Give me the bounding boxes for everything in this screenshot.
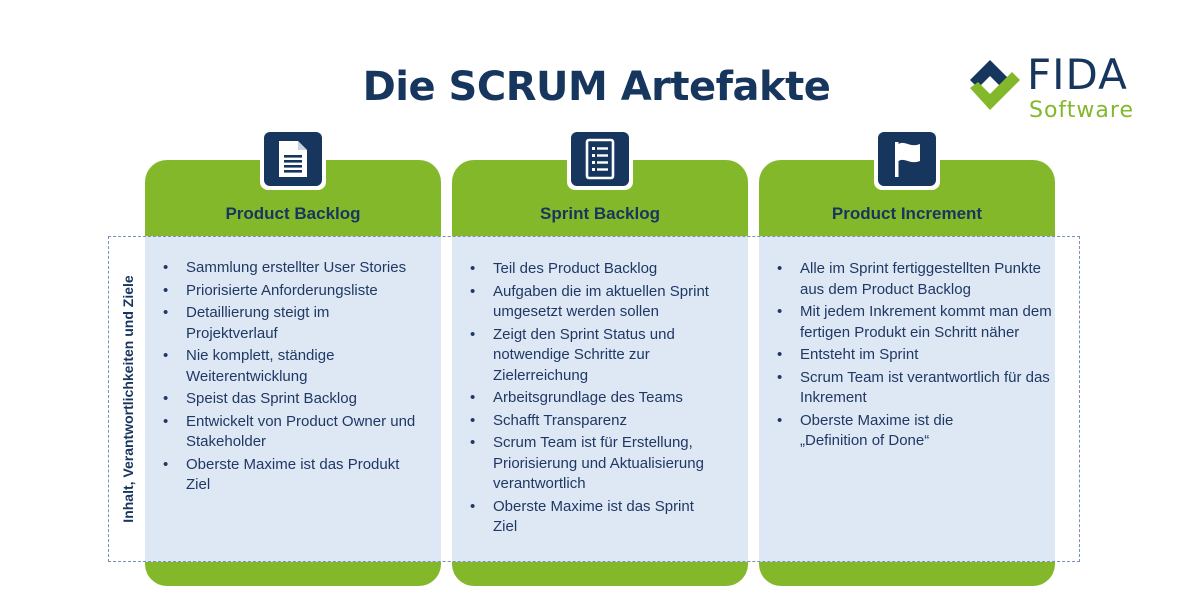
document-icon <box>279 141 307 177</box>
logo-name: FIDA <box>1027 50 1128 99</box>
column-title: Product Increment <box>831 204 983 223</box>
list-item: Oberste Maxime ist die „Definition of Do… <box>777 411 1000 452</box>
column-title: Sprint Backlog <box>540 204 660 223</box>
list-item: Speist das Sprint Backlog <box>163 389 425 410</box>
list-item: Oberste Maxime ist das Produkt Ziel <box>163 455 421 496</box>
list-item: Zeigt den Sprint Status und notwendige S… <box>470 325 698 387</box>
list-item: Scrum Team ist verantwortlich für das In… <box>777 368 1050 409</box>
list-item: Oberste Maxime ist das Sprint Ziel <box>470 497 713 538</box>
list-item: Scrum Team ist für Erstellung, Priorisie… <box>470 433 733 495</box>
product-increment-list: Alle im Sprint fertiggestellten Punkte a… <box>777 259 1052 454</box>
list-item: Schafft Transparenz <box>470 411 732 432</box>
product-backlog-list: Sammlung erstellter User Stories Prioris… <box>163 258 425 498</box>
list-item: Sammlung erstellter User Stories <box>163 258 425 279</box>
logo-mark-icon <box>970 60 1020 110</box>
flag-icon <box>895 142 920 177</box>
list-item: Entwickelt von Product Owner und Stakeho… <box>163 412 421 453</box>
list-item: Aufgaben die im aktuellen Sprint umgeset… <box>470 282 728 323</box>
document-badge <box>260 128 326 190</box>
list-item: Nie komplett, ständige Weiterentwicklung <box>163 346 366 387</box>
column-footer <box>759 562 1055 586</box>
page-title: Die SCRUM Artefakte <box>362 64 831 110</box>
flag-badge <box>874 128 940 190</box>
sprint-backlog-list: Teil des Product Backlog Aufgaben die im… <box>470 259 732 540</box>
checklist-icon <box>585 138 615 180</box>
column-title: Product Backlog <box>225 204 361 223</box>
checklist-badge <box>567 128 633 190</box>
list-item: Arbeitsgrundlage des Teams <box>470 388 732 409</box>
list-item: Mit jedem Inkrement kommt man dem fertig… <box>777 302 1055 343</box>
column-footer <box>145 562 441 586</box>
list-item: Entsteht im Sprint <box>777 345 1039 366</box>
list-item: Teil des Product Backlog <box>470 259 732 280</box>
list-item: Detaillierung steigt im Projektverlauf <box>163 303 361 344</box>
column-footer <box>452 562 748 586</box>
fida-logo: FIDA Software <box>966 50 1156 128</box>
list-item: Priorisierte Anforderungsliste <box>163 281 425 302</box>
logo-subtitle: Software <box>1029 98 1134 123</box>
side-label: Inhalt, Verantwortlichkeiten und Ziele <box>120 275 136 523</box>
list-item: Alle im Sprint fertiggestellten Punkte a… <box>777 259 1050 300</box>
